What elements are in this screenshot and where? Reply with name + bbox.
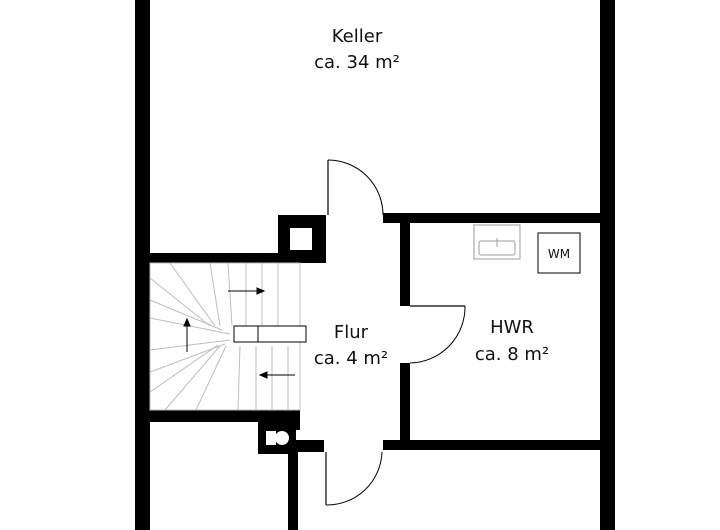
- room-flur-name: Flur: [334, 322, 369, 343]
- wall-lower-left-vertical: [288, 452, 298, 530]
- room-flur-area: ca. 4 m²: [314, 348, 388, 369]
- wall-stair-right-lower: [290, 410, 300, 430]
- room-keller-name: Keller: [332, 26, 383, 47]
- stair-handrail: [233, 325, 307, 343]
- wall-hwr-left-lower: [400, 363, 410, 441]
- room-hwr-area: ca. 8 m²: [475, 344, 549, 365]
- washing-machine: [537, 232, 581, 274]
- washing-machine-label: WM: [548, 247, 570, 261]
- wall-left-outer: [135, 0, 150, 530]
- small-shaft-square: [266, 431, 276, 445]
- wall-hwr-bottom: [383, 440, 600, 450]
- wall-flur-bottom-left: [296, 440, 324, 452]
- door-keller-swing: [327, 159, 384, 216]
- wall-stair-bottom: [150, 410, 298, 422]
- room-keller-area: ca. 34 m²: [314, 52, 400, 73]
- sink-fixture: [473, 224, 521, 260]
- room-hwr-name: HWR: [490, 317, 534, 338]
- wall-keller-bottom-left: [150, 253, 278, 263]
- door-hwr-swing: [409, 305, 466, 364]
- wall-hwr-left-upper: [400, 223, 410, 306]
- door-bottom-swing: [325, 451, 383, 506]
- small-shaft-circle: [275, 431, 289, 445]
- chimney-opening: [290, 228, 312, 250]
- stair-arrows: [183, 287, 295, 379]
- wall-hwr-top: [383, 213, 600, 223]
- staircase: [149, 262, 307, 411]
- wall-right-outer: [600, 0, 615, 530]
